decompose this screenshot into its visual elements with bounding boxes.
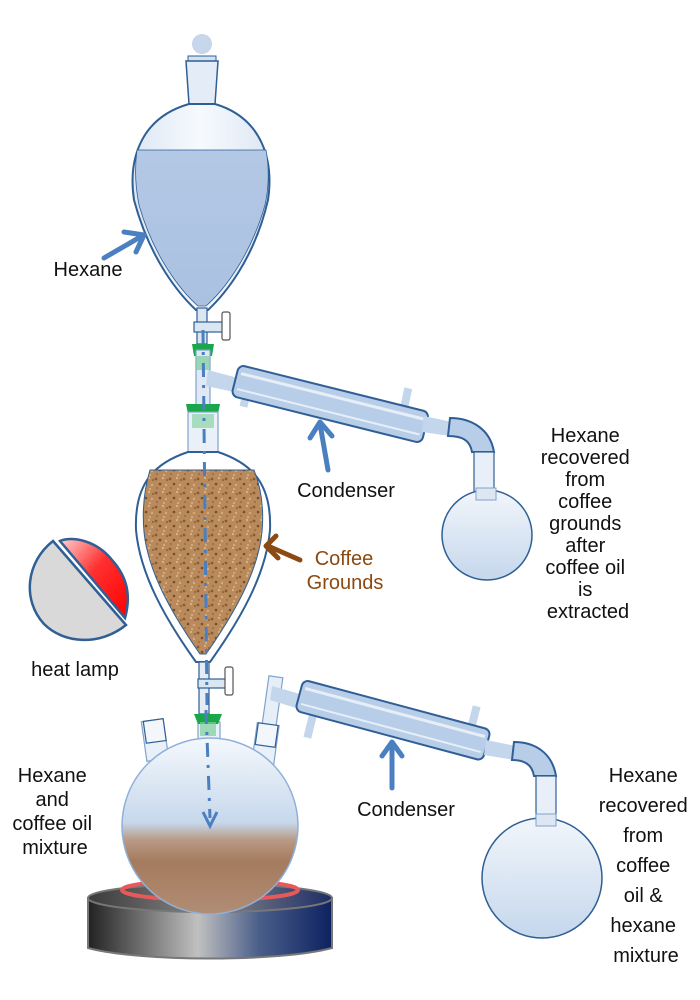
condenser-bottom-label: Condenser [357, 799, 455, 821]
recovered-bottom-line: from [623, 825, 663, 847]
heat-lamp: heat lamp [28, 537, 130, 681]
coffee-grounds-arrowhead [263, 533, 281, 561]
condenser-bottom-arrowhead [379, 739, 405, 759]
receiving-flask-1 [441, 489, 533, 581]
recovered-top-line: recovered [541, 447, 630, 469]
recovered-top-line: after [565, 535, 605, 557]
condenser-2-port-left [303, 715, 317, 739]
recovered-top-label: Hexane recovered from coffee grounds aft… [541, 425, 636, 623]
recovered-bottom-line: coffee [616, 855, 670, 877]
stopper-3-shadow [200, 722, 216, 736]
stopcock-2 [197, 678, 229, 689]
heat-lamp-label: heat lamp [31, 659, 119, 681]
flow-line-lower [204, 709, 212, 819]
flask-left-stopper [142, 717, 167, 744]
mixture-label-line: mixture [22, 837, 88, 859]
condenser-2-elbow [510, 740, 558, 777]
stopper-knob [192, 34, 212, 54]
coffee-grounds-arrow [265, 543, 303, 563]
receiving-flask-2 [481, 817, 603, 939]
stopper-1-shadow [196, 356, 210, 370]
coffee-grounds-fill [142, 469, 264, 655]
condenser-1-outlet [422, 416, 452, 436]
flow-arrowhead-icon [201, 811, 219, 830]
condenser-top-callout: Condenser [297, 419, 395, 502]
recovered-top-line: from [565, 469, 605, 491]
condenser-bottom-callout: Condenser [357, 739, 455, 821]
coffee-grounds-callout: Coffee Grounds [263, 533, 384, 594]
green-stopper-3 [194, 714, 222, 724]
recovered-top-line: grounds [549, 513, 621, 535]
receiving-flask-1-neck [475, 487, 497, 501]
mixture-label-line: and [36, 789, 69, 811]
condenser-1-elbow [446, 416, 496, 453]
condenser-2-outlet [484, 740, 516, 760]
receiving-flask-2-neck [535, 813, 557, 827]
hexane-arrowhead [121, 229, 147, 255]
hexane-arrow [101, 233, 145, 261]
coffee-grounds-label-line2: Grounds [307, 572, 384, 594]
recovered-top-line: Hexane [551, 425, 620, 447]
recovered-top-line: is [578, 579, 592, 601]
condenser-2-highlight [304, 687, 486, 739]
upper-condenser [206, 365, 496, 499]
condenser-2-port-right [467, 705, 481, 729]
solvent-flow-path [201, 329, 219, 830]
condenser-top-arrowhead [307, 419, 335, 441]
coffee-grounds-label-line1: Coffee [315, 548, 374, 570]
condenser-2-highlight-2 [300, 702, 481, 754]
condenser-top-label: Condenser [297, 480, 395, 502]
recovered-bottom-line: mixture [613, 945, 679, 967]
mixture-label: Hexane and coffee oil mixture [12, 765, 97, 859]
stopcock-handle [221, 311, 231, 341]
stopcock-2-handle [224, 666, 234, 696]
funnel-neck [185, 60, 219, 105]
mixture-label-line: coffee oil [12, 813, 92, 835]
condenser-1-highlight [240, 372, 424, 421]
flask-right-joint [254, 722, 279, 749]
recovered-bottom-label: Hexane recovered from coffee oil & hexan… [599, 765, 694, 967]
flow-line-upper [201, 329, 209, 706]
hot-plate-body [87, 897, 333, 960]
hexane-label: Hexane [54, 259, 123, 281]
condenser-2-inlet [270, 686, 300, 708]
lower-condenser [270, 680, 558, 825]
condenser-top-arrow [317, 421, 331, 473]
recovered-bottom-line: hexane [610, 915, 676, 937]
extraction-vessel [134, 411, 272, 715]
recovered-top-line: coffee oil [545, 557, 625, 579]
lamp-bulb-icon [57, 537, 130, 621]
stopcock [193, 321, 227, 333]
hexane-callout: Hexane [54, 229, 147, 281]
recovered-top-line: extracted [547, 601, 629, 623]
three-neck-flask [121, 675, 299, 915]
lamp-housing-icon [28, 539, 128, 642]
recovered-bottom-line: oil & [624, 885, 664, 907]
separatory-funnel [131, 34, 271, 345]
condenser-1-highlight-2 [236, 388, 420, 436]
recovered-top-line: coffee [558, 491, 612, 513]
condenser-1-inlet [206, 370, 238, 392]
mixture-label-line: Hexane [18, 765, 87, 787]
hexane-liquid [135, 149, 269, 307]
recovered-bottom-line: Hexane [609, 765, 678, 787]
recovered-bottom-line: recovered [599, 795, 688, 817]
